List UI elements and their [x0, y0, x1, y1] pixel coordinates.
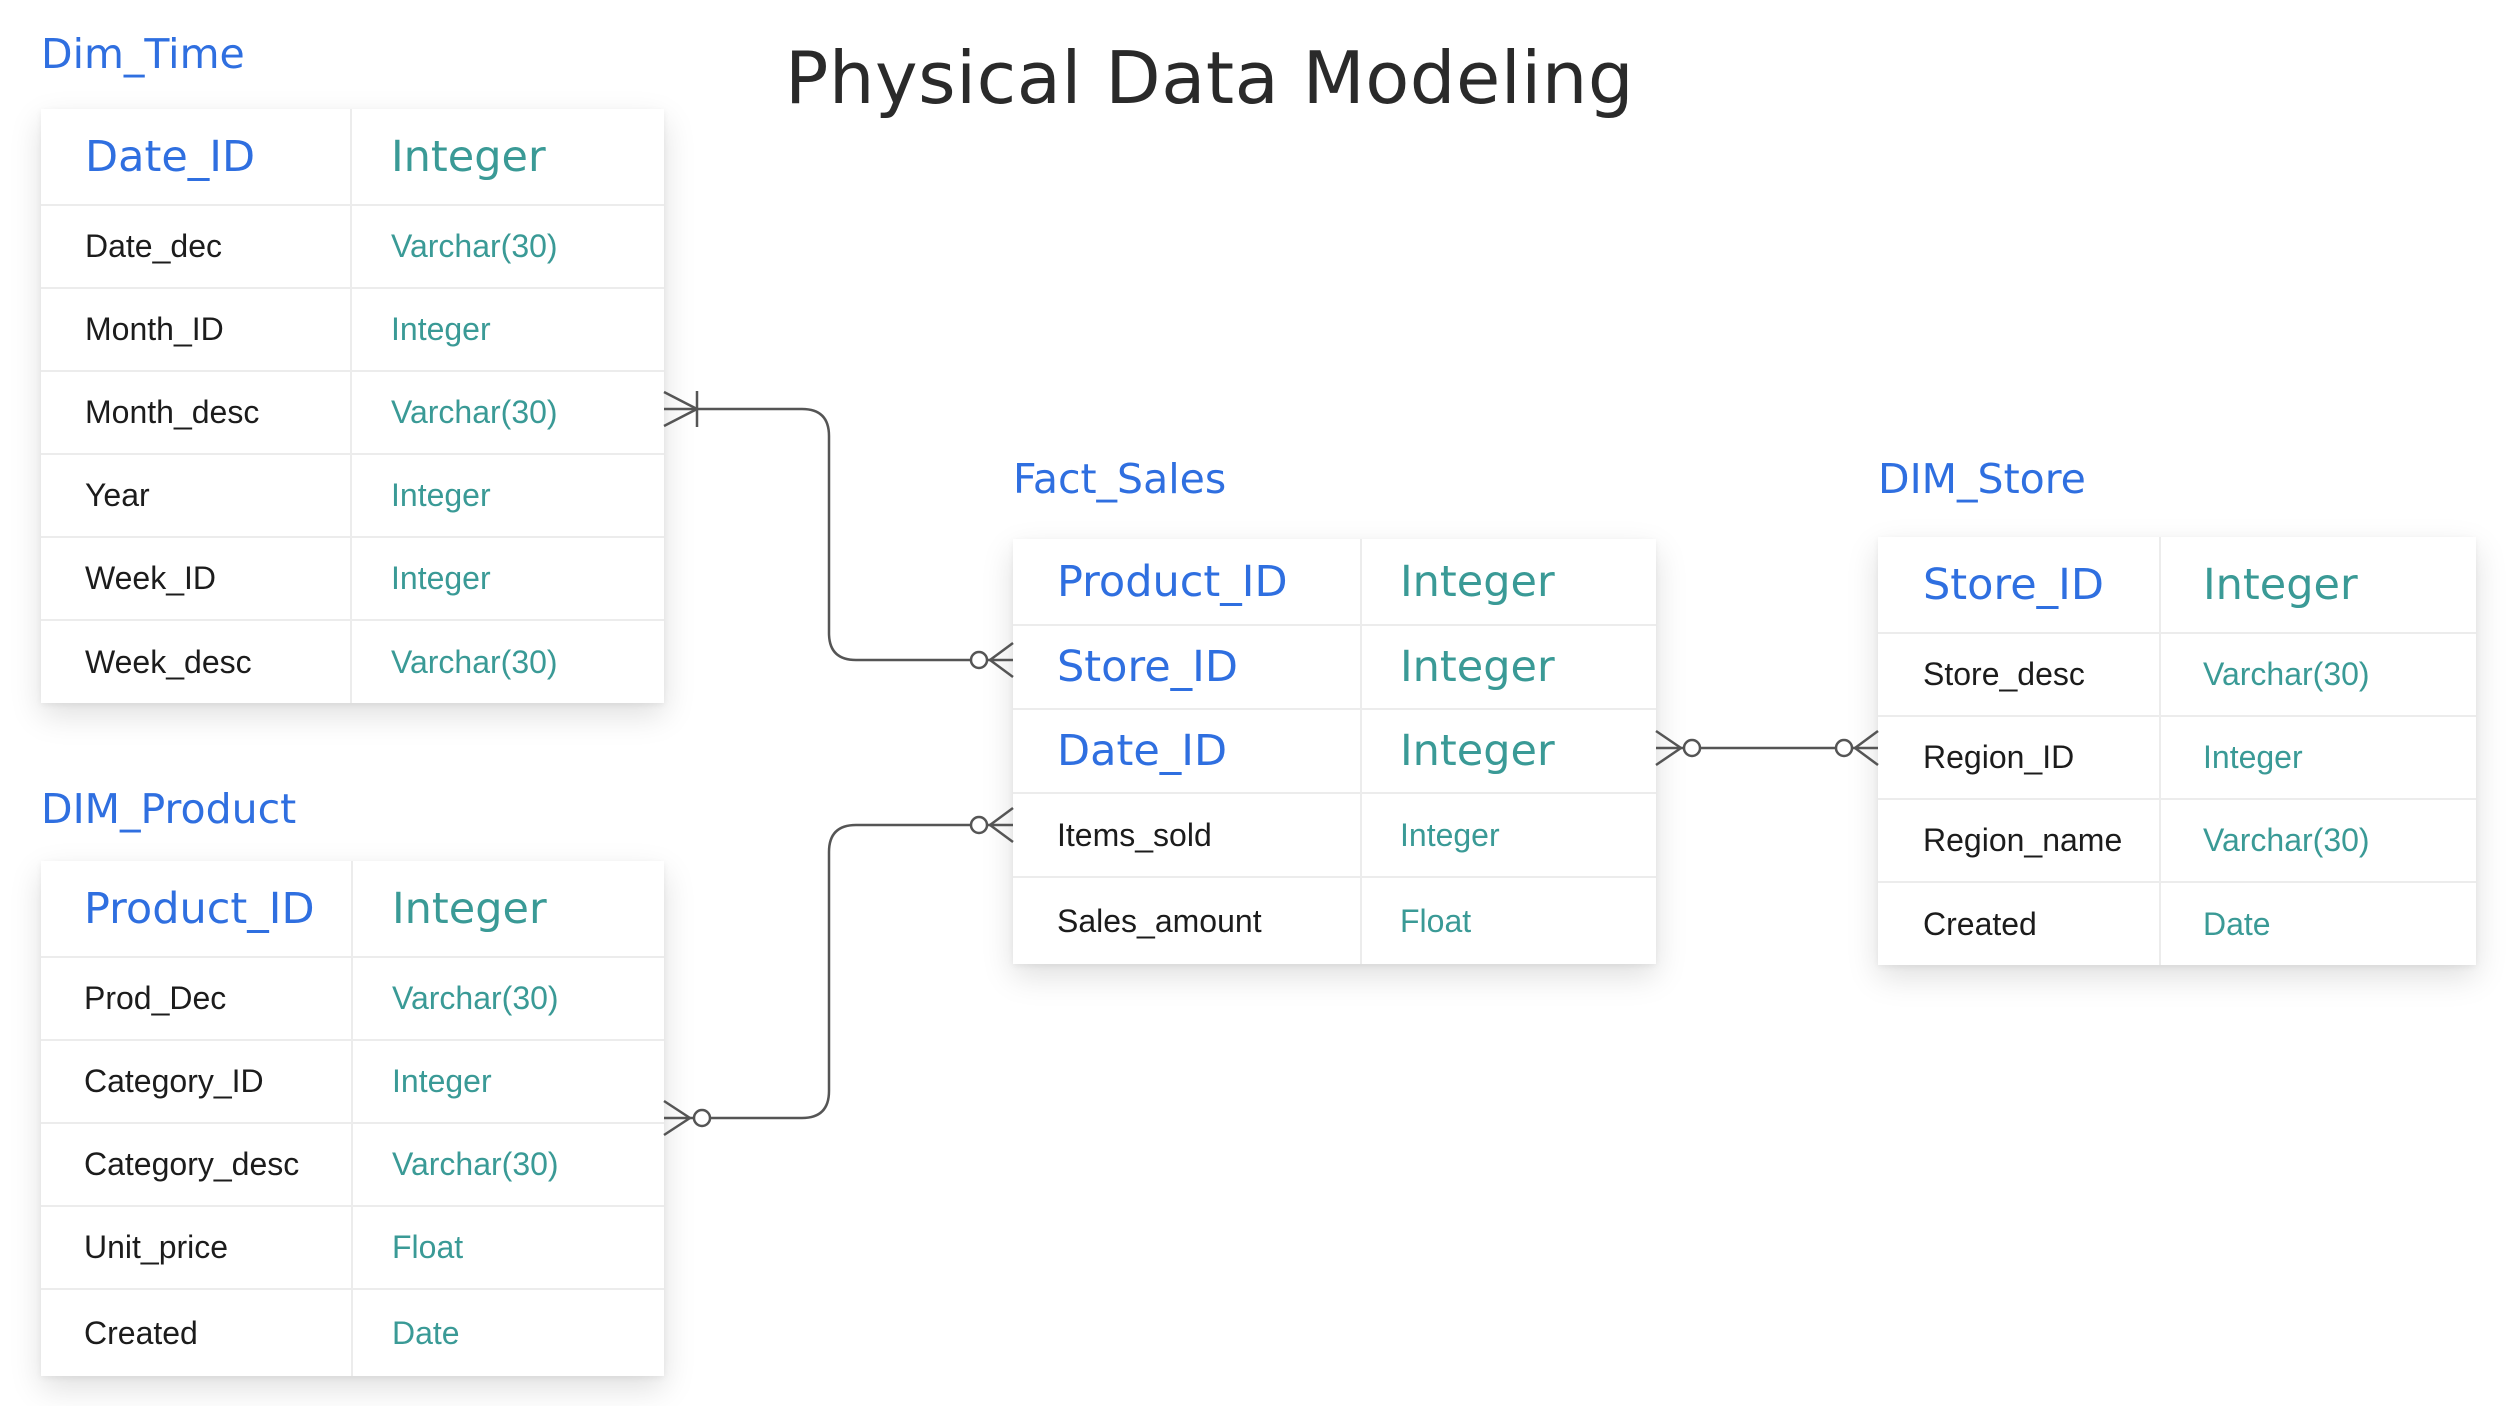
table-row: Store_ID Integer	[1013, 624, 1656, 708]
field-type: Varchar(30)	[391, 228, 558, 264]
table-row: Sales_amount Float	[1013, 876, 1656, 964]
table-row: Product_ID Integer	[1013, 539, 1656, 624]
field-type: Varchar(30)	[2203, 822, 2370, 858]
table-row: Month_ID Integer	[41, 287, 664, 370]
field-name: Created	[1878, 883, 2161, 965]
table-dim-product: Product_ID Integer Prod_Dec Varchar(30) …	[41, 861, 664, 1376]
field-name: Date_dec	[41, 206, 352, 287]
table-row: Store_ID Integer	[1878, 537, 2476, 632]
relationship-time-sales	[663, 390, 1014, 679]
table-fact-sales: Product_ID Integer Store_ID Integer Date…	[1013, 539, 1656, 964]
field-type: Varchar(30)	[392, 980, 559, 1016]
field-type: Integer	[1400, 816, 1500, 853]
table-row: Created Date	[1878, 881, 2476, 965]
field-type: Integer	[2203, 559, 2358, 610]
table-row: Store_desc Varchar(30)	[1878, 632, 2476, 715]
field-type: Integer	[391, 477, 491, 513]
field-name: Region_name	[1878, 800, 2161, 881]
entity-name-fact-sales: Fact_Sales	[1013, 455, 1227, 503]
table-row: Category_ID Integer	[41, 1039, 664, 1122]
table-row: Week_ID Integer	[41, 536, 664, 619]
table-row: Product_ID Integer	[41, 861, 664, 956]
field-name: Month_ID	[41, 289, 352, 370]
field-type: Integer	[2203, 739, 2303, 775]
field-type: Date	[392, 1314, 460, 1351]
table-row: Month_desc Varchar(30)	[41, 370, 664, 453]
field-type: Date	[2203, 905, 2271, 942]
field-name: Prod_Dec	[41, 958, 353, 1039]
field-name: Year	[41, 455, 352, 536]
field-type: Float	[1400, 902, 1472, 939]
table-dim-store: Store_ID Integer Store_desc Varchar(30) …	[1878, 537, 2476, 965]
diagram-title: Physical Data Modeling	[785, 36, 1635, 120]
field-name: Date_ID	[1013, 710, 1362, 792]
entity-name-dim-product: DIM_Product	[41, 785, 297, 833]
table-row: Items_sold Integer	[1013, 792, 1656, 876]
field-type: Integer	[392, 883, 547, 934]
table-row: Year Integer	[41, 453, 664, 536]
field-name: Store_desc	[1878, 634, 2161, 715]
field-type: Integer	[1400, 556, 1555, 607]
field-type: Varchar(30)	[391, 643, 558, 680]
table-row: Region_name Varchar(30)	[1878, 798, 2476, 881]
field-type: Integer	[391, 560, 491, 596]
field-name: Store_ID	[1878, 537, 2161, 632]
relationship-sales-store	[1655, 729, 1879, 767]
table-row: Date_ID Integer	[41, 109, 664, 204]
field-name: Unit_price	[41, 1207, 353, 1288]
field-name: Items_sold	[1013, 794, 1362, 876]
field-name: Store_ID	[1013, 626, 1362, 708]
field-name: Category_desc	[41, 1124, 353, 1205]
field-name: Product_ID	[1013, 539, 1362, 624]
field-type: Integer	[391, 311, 491, 347]
field-name: Created	[41, 1290, 353, 1376]
field-type: Varchar(30)	[391, 394, 558, 430]
field-name: Product_ID	[41, 861, 353, 956]
field-type: Float	[392, 1229, 464, 1265]
field-type: Varchar(30)	[392, 1146, 559, 1182]
table-row: Prod_Dec Varchar(30)	[41, 956, 664, 1039]
field-name: Month_desc	[41, 372, 352, 453]
table-row: Category_desc Varchar(30)	[41, 1122, 664, 1205]
field-name: Date_ID	[41, 109, 352, 204]
entity-name-dim-time: Dim_Time	[41, 30, 245, 78]
field-name: Week_desc	[41, 621, 352, 703]
field-type: Integer	[1400, 726, 1555, 776]
field-name: Sales_amount	[1013, 878, 1362, 964]
field-name: Category_ID	[41, 1041, 353, 1122]
table-row: Unit_price Float	[41, 1205, 664, 1288]
table-row: Week_desc Varchar(30)	[41, 619, 664, 703]
field-name: Week_ID	[41, 538, 352, 619]
table-row: Region_ID Integer	[1878, 715, 2476, 798]
table-row: Created Date	[41, 1288, 664, 1376]
field-name: Region_ID	[1878, 717, 2161, 798]
table-dim-time: Date_ID Integer Date_dec Varchar(30) Mon…	[41, 109, 664, 703]
table-row: Date_ID Integer	[1013, 708, 1656, 792]
entity-name-dim-store: DIM_Store	[1878, 455, 2086, 503]
field-type: Integer	[392, 1063, 492, 1099]
field-type: Integer	[391, 131, 546, 182]
table-row: Date_dec Varchar(30)	[41, 204, 664, 287]
relationship-product-sales	[663, 806, 1014, 1137]
field-type: Integer	[1400, 642, 1555, 692]
field-type: Varchar(30)	[2203, 656, 2370, 692]
